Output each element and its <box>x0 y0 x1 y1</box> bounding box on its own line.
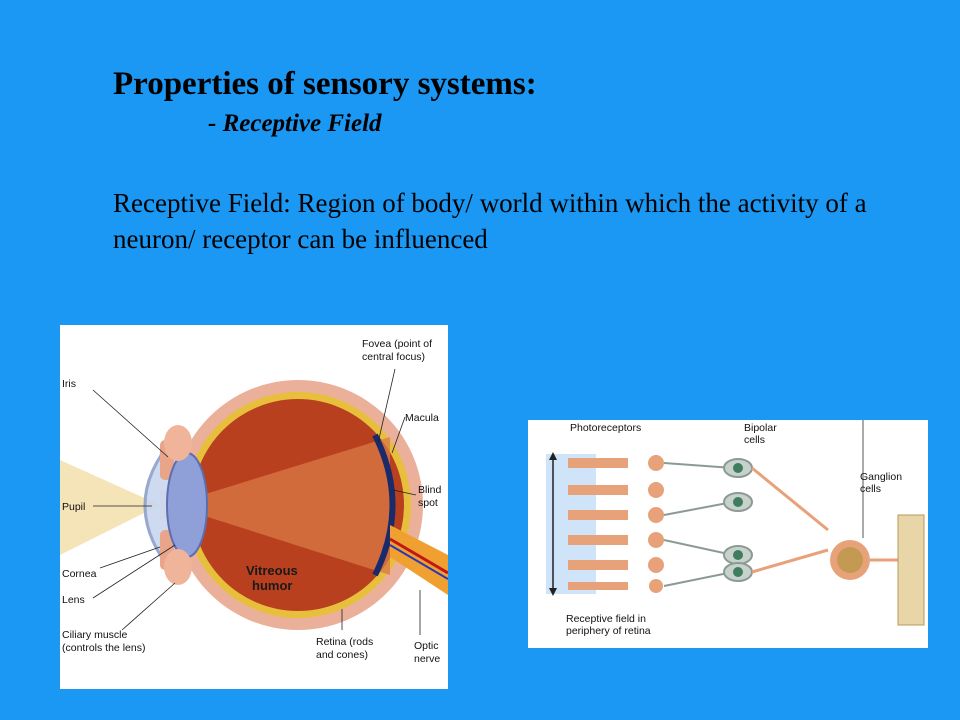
label-ganglion-2: cells <box>860 483 881 495</box>
retina-band <box>372 433 396 577</box>
label-photoreceptors: Photoreceptors <box>570 422 641 434</box>
arrow-head-bottom <box>549 588 557 596</box>
ciliary-muscle-top <box>164 425 192 461</box>
optic-vessel-blue <box>389 544 448 580</box>
label-bipolar-2: cells <box>744 434 765 446</box>
label-ciliary-1: Ciliary muscle <box>62 629 128 641</box>
label-blind-1: Blind <box>418 484 442 496</box>
label-macula: Macula <box>405 412 439 424</box>
label-cornea: Cornea <box>62 568 97 580</box>
label-bipolar-1: Bipolar <box>744 422 777 434</box>
retina-diagram: Photoreceptors Bipolar cells Ganglion ce… <box>546 420 925 637</box>
label-ciliary-2: (controls the lens) <box>62 642 145 654</box>
photoreceptor-rows <box>568 455 664 593</box>
label-blind-2: spot <box>418 497 438 509</box>
bipolar-cells <box>663 458 753 587</box>
label-fovea-2: central focus) <box>362 351 425 363</box>
eye-diagram-panel: Fovea (point of central focus) Macula Ir… <box>60 325 448 689</box>
light-beam <box>60 460 160 555</box>
label-optic-2: nerve <box>414 653 440 665</box>
eye-diagram: Fovea (point of central focus) Macula Ir… <box>60 338 448 665</box>
optic-vessel <box>389 537 448 575</box>
light-cone <box>170 437 390 575</box>
label-fovea-1: Fovea (point of <box>362 338 432 350</box>
label-retina-2: and cones) <box>316 649 368 661</box>
lens <box>166 452 208 558</box>
slide-subtitle: - Receptive Field <box>208 110 382 137</box>
label-lens: Lens <box>62 594 85 606</box>
retina-diagram-panel: Photoreceptors Bipolar cells Ganglion ce… <box>528 420 928 648</box>
ganglion-cell <box>751 466 898 580</box>
label-vitreous-1: Vitreous <box>246 563 298 578</box>
receptive-field-shading <box>546 454 596 594</box>
label-retina-1: Retina (rods <box>316 636 373 648</box>
label-optic-1: Optic <box>414 640 439 652</box>
label-iris: Iris <box>62 378 76 390</box>
nerve-bundle <box>897 514 925 626</box>
label-rf-1: Receptive field in <box>566 613 646 625</box>
label-vitreous-2: humor <box>252 578 292 593</box>
bipolar-nuclei <box>733 463 743 577</box>
arrow-head-top <box>549 452 557 460</box>
label-pupil: Pupil <box>62 501 85 513</box>
slide-title: Properties of sensory systems: <box>113 66 537 102</box>
optic-nerve <box>390 525 448 595</box>
ciliary-muscle-bottom <box>164 549 192 585</box>
receptive-field-definition: Receptive Field: Region of body/ world w… <box>113 188 867 254</box>
label-rf-2: periphery of retina <box>566 625 651 637</box>
label-ganglion-1: Ganglion <box>860 471 902 483</box>
